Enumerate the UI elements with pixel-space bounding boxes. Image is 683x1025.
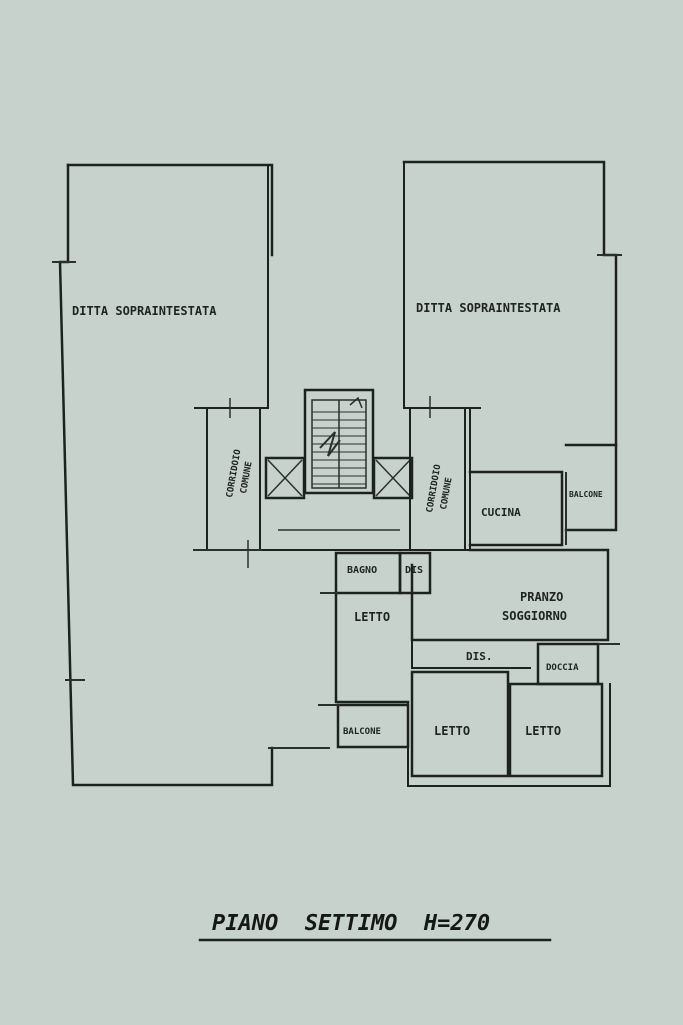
plan-title: PIANO SETTIMO H=270 xyxy=(212,911,490,936)
bedroom-2-label: LETTO xyxy=(434,724,470,738)
left-unit-label: DITTA SOPRAINTESTATA xyxy=(72,304,217,318)
left-corridor-walls xyxy=(193,398,262,568)
balcony-top-label: BALCONE xyxy=(569,490,603,499)
bathroom-label: BAGNO xyxy=(347,565,377,576)
right-unit-label: DITTA SOPRAINTESTATA xyxy=(416,301,561,315)
corridor-left-label-2: COMUNE xyxy=(239,461,254,495)
shower-label: DOCCIA xyxy=(546,663,579,673)
dis-top-label: DIS xyxy=(405,565,423,576)
living-label: SOGGIORNO xyxy=(502,609,567,623)
bedroom-1-label: LETTO xyxy=(354,610,390,624)
stair-core xyxy=(259,388,471,551)
bedroom-3-label: LETTO xyxy=(525,724,561,738)
right-corridor-walls xyxy=(409,396,466,551)
dis-mid-label: DIS. xyxy=(466,650,493,663)
balcony-bottom-label: BALCONE xyxy=(343,727,381,737)
dining-label: PRANZO xyxy=(520,590,563,604)
left-unit-walls xyxy=(52,163,330,787)
apartment-walls xyxy=(318,443,620,787)
kitchen-label: CUCINA xyxy=(481,506,521,519)
corridor-right-label-2: COMUNE xyxy=(439,477,454,511)
